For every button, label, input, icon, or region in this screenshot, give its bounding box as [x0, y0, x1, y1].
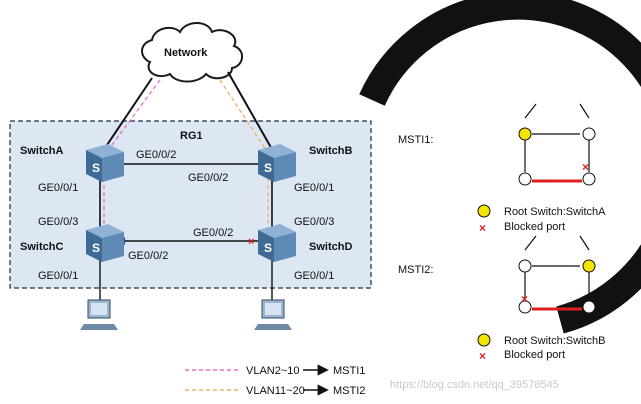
root-switch-icon: [477, 333, 491, 347]
svg-text:S: S: [264, 241, 272, 255]
switch-b-icon: S: [258, 144, 296, 182]
pc-left-icon: [80, 299, 118, 330]
legend-vlan1: VLAN2~10: [246, 365, 300, 377]
root-switch-icon: [477, 204, 491, 218]
msti2-tree: ×: [518, 235, 596, 314]
msti1-blocked: Blocked port: [504, 221, 565, 233]
network-label: Network: [164, 47, 208, 59]
msti1-title: MSTI1:: [398, 134, 433, 146]
switch-a-icon: S: [86, 144, 124, 182]
port-c-right: GE0/0/2: [128, 250, 168, 262]
watermark: https://blog.csdn.net/qq_39578545: [390, 379, 559, 391]
svg-text:×: ×: [582, 160, 589, 174]
port-d-down: GE0/0/1: [294, 270, 334, 282]
msti2-root: Root Switch:SwitchB: [504, 335, 605, 347]
network-cloud-icon: [141, 22, 243, 83]
msti2-title: MSTI2:: [398, 264, 433, 276]
legend-msti2: MSTI2: [333, 385, 365, 397]
switch-d-label: SwitchD: [309, 241, 352, 253]
msti1-tree: ×: [518, 103, 596, 186]
legend-vlan2: VLAN11~20: [246, 385, 305, 397]
msti1-root: Root Switch:SwitchA: [504, 206, 606, 218]
port-a-right: GE0/0/2: [136, 149, 176, 161]
port-c-down: GE0/0/1: [38, 270, 78, 282]
pc-right-icon: [254, 299, 292, 330]
msti2-blocked-icon: ×: [479, 349, 486, 363]
switch-c-icon: S: [86, 224, 124, 262]
port-b-down: GE0/0/1: [294, 182, 334, 194]
port-d-up: GE0/0/3: [294, 216, 334, 228]
msti2-blocked: Blocked port: [504, 349, 565, 361]
port-b-left: GE0/0/2: [188, 172, 228, 184]
switch-a-label: SwitchA: [20, 145, 63, 157]
switch-c-label: SwitchC: [20, 241, 63, 253]
legend-msti1: MSTI1: [333, 365, 365, 377]
switch-b-label: SwitchB: [309, 145, 352, 157]
svg-text:S: S: [264, 161, 272, 175]
port-c-up: GE0/0/3: [38, 216, 78, 228]
svg-text:×: ×: [248, 236, 254, 248]
svg-text:S: S: [92, 241, 100, 255]
svg-text:S: S: [92, 161, 100, 175]
svg-text:×: ×: [521, 292, 528, 306]
msti1-blocked-icon: ×: [479, 221, 486, 235]
region-label: RG1: [180, 130, 203, 142]
decorative-ring: [359, 0, 641, 334]
port-a-down: GE0/0/1: [38, 182, 78, 194]
switch-d-icon: S: [258, 224, 296, 262]
port-d-left: GE0/0/2: [193, 227, 233, 239]
region-rg1: [9, 120, 372, 289]
